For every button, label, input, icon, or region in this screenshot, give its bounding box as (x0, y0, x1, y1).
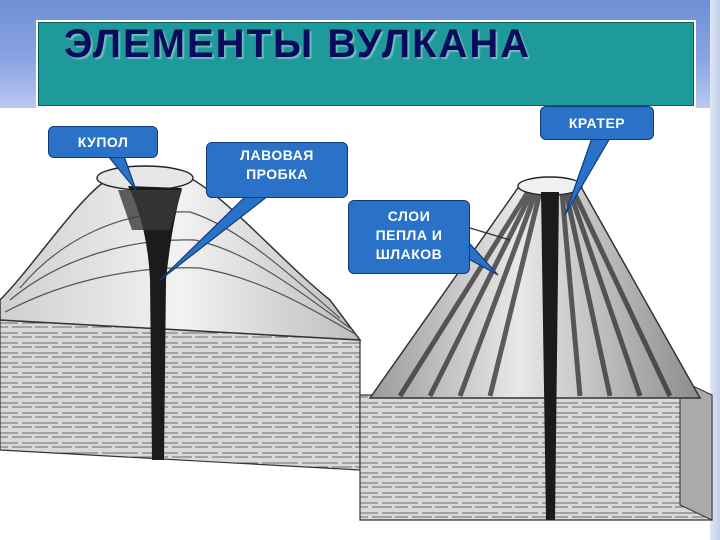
label-ash-layers-line3: ШЛАКОВ (375, 246, 443, 262)
slide-edge-strip (710, 0, 720, 540)
strato-volcano (359, 176, 713, 521)
page-title: ЭЛЕМЕНТЫ ВУЛКАНА (64, 22, 532, 66)
label-crater-text: КРАТЕР (568, 115, 626, 131)
label-ash-layers: СЛОИ ПЕПЛА И ШЛАКОВ (348, 200, 470, 274)
label-dome-text: КУПОЛ (77, 134, 129, 150)
label-ash-layers-line2: ПЕПЛА И (375, 227, 443, 243)
label-lava-plug: ЛАВОВАЯ ПРОБКА (206, 142, 348, 198)
label-ash-layers-line1: СЛОИ (387, 208, 431, 224)
label-lava-plug-line2: ПРОБКА (246, 166, 308, 182)
dome-volcano (0, 165, 362, 471)
label-crater: КРАТЕР (540, 106, 654, 140)
label-lava-plug-line1: ЛАВОВАЯ (240, 147, 314, 163)
label-dome: КУПОЛ (48, 126, 158, 158)
title-box (36, 20, 696, 108)
